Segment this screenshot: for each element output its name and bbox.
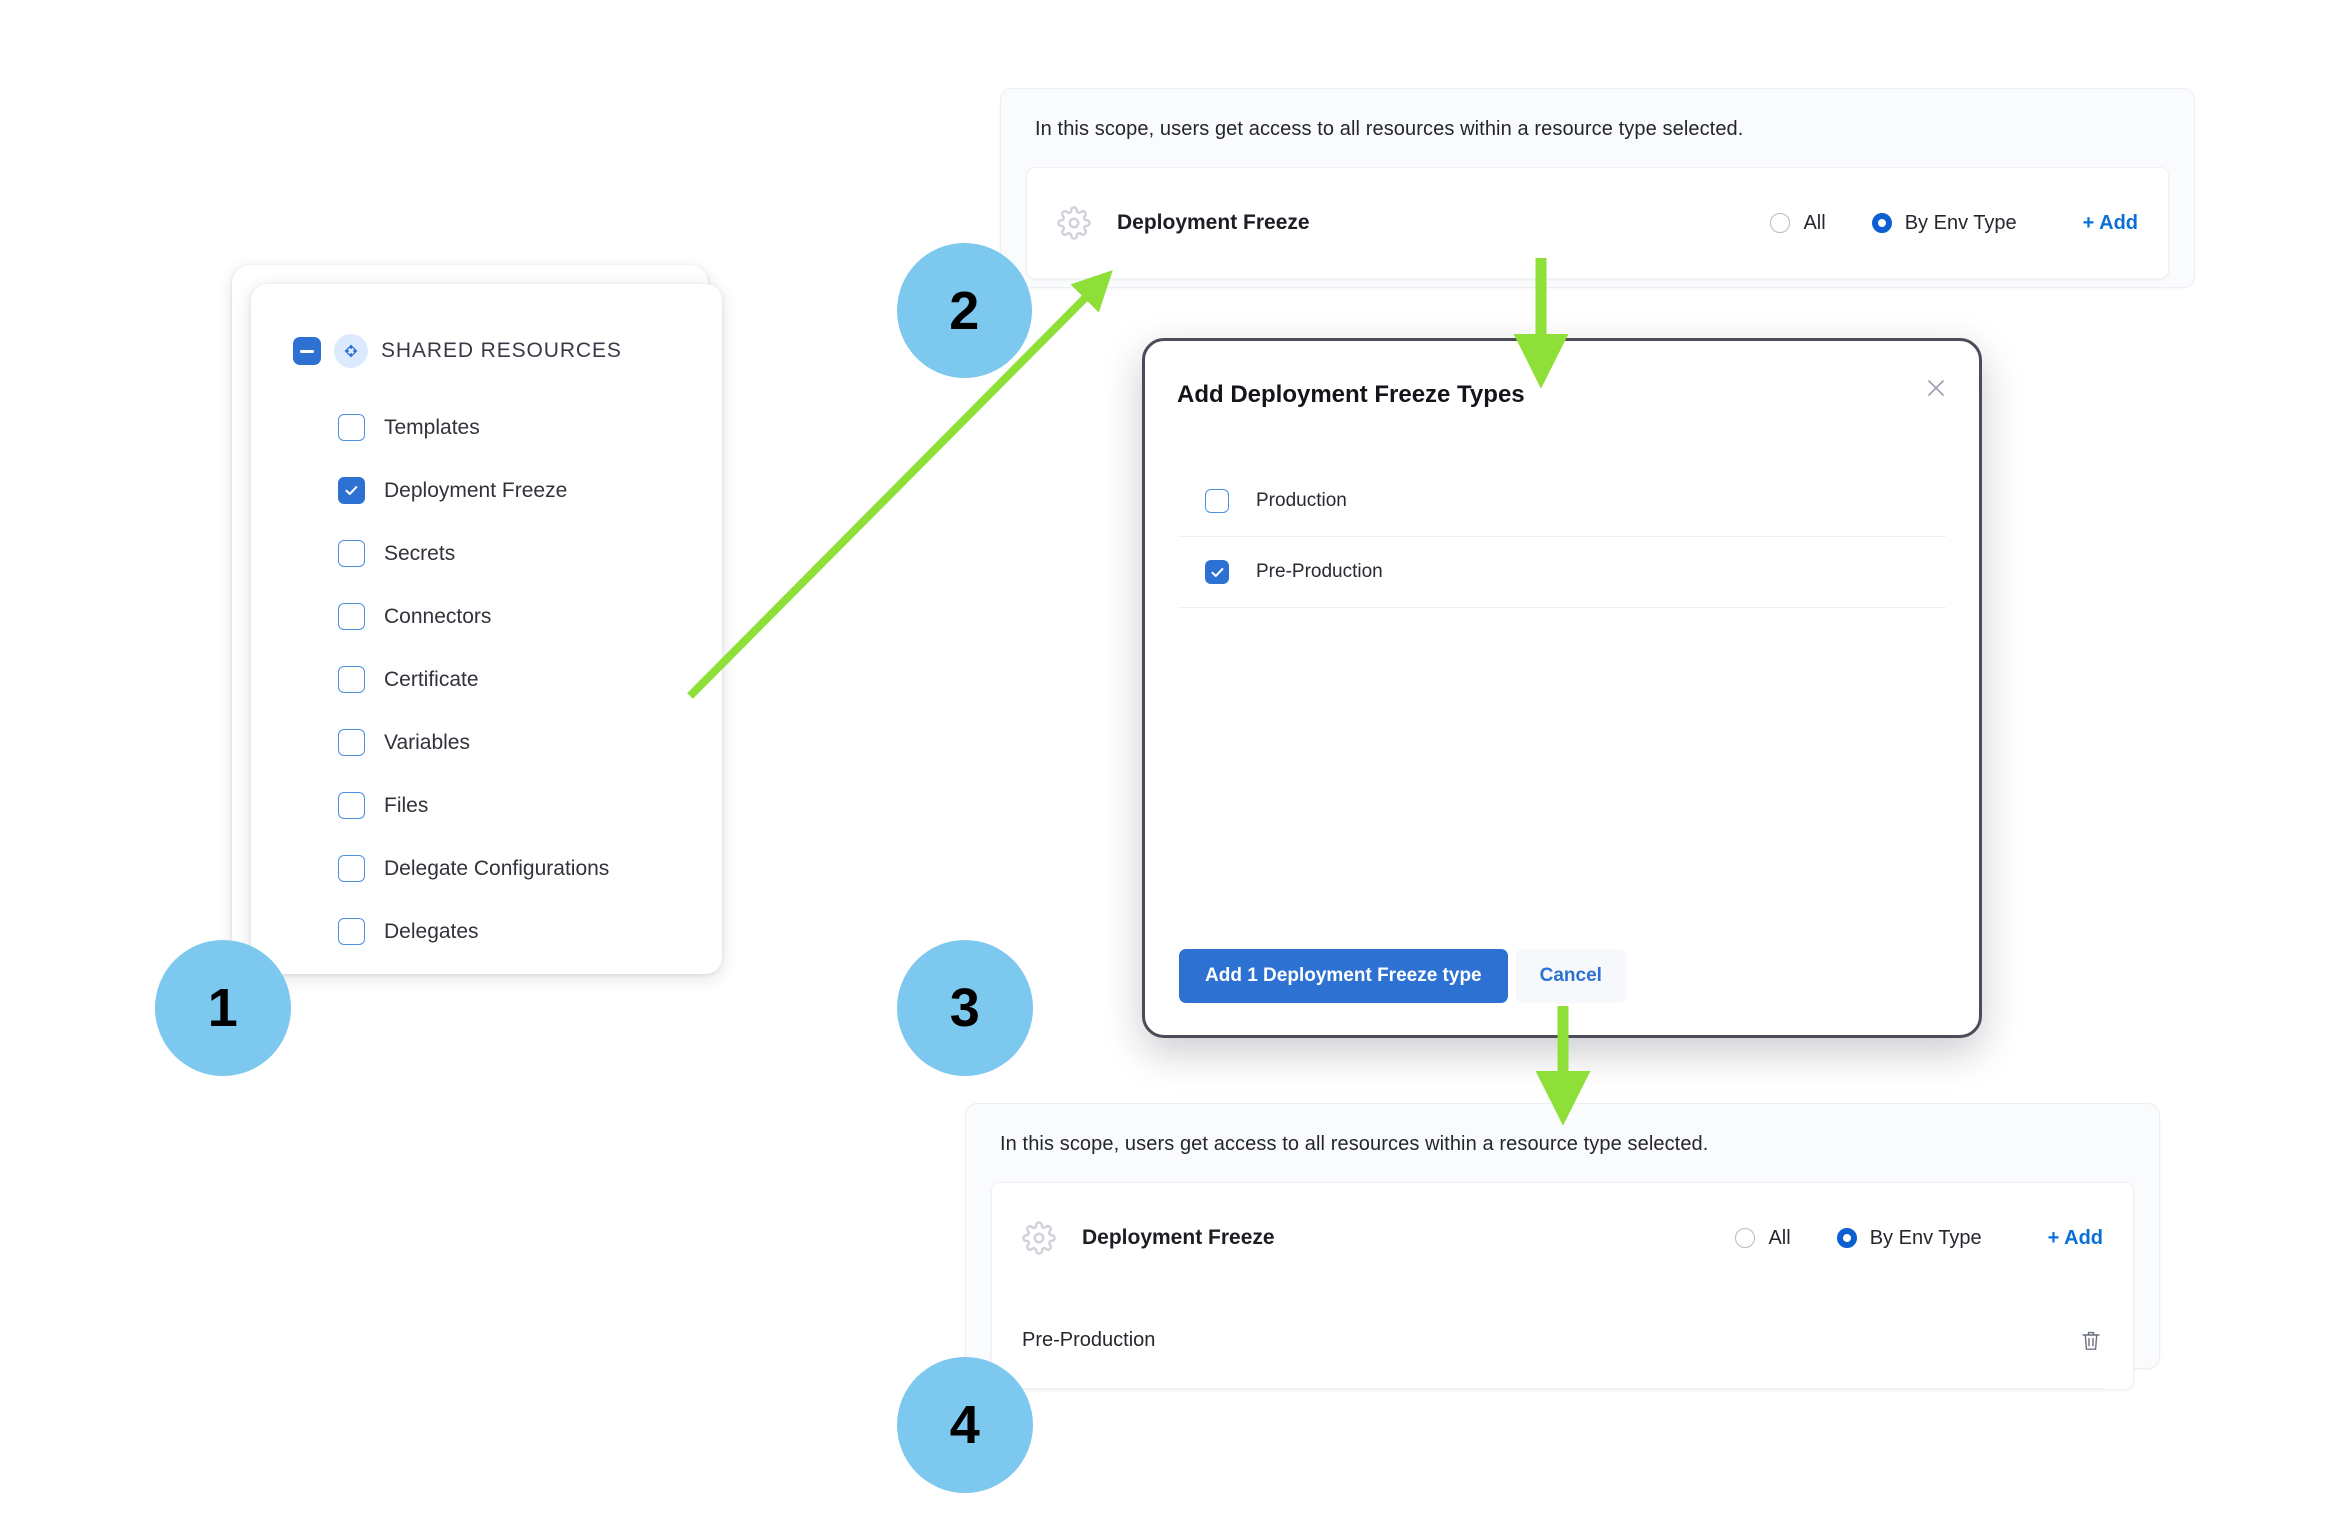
selected-env-type-label: Pre-Production bbox=[1022, 1329, 1156, 1351]
tree-item-checkbox[interactable] bbox=[338, 477, 365, 504]
tree-item[interactable]: Templates bbox=[251, 406, 722, 449]
selected-env-type-row: Pre-Production bbox=[1022, 1293, 2103, 1389]
resource-type-row-before: Deployment Freeze All By Env Type + Add bbox=[1057, 168, 2138, 278]
tree-item[interactable]: Certificate bbox=[251, 658, 722, 701]
resource-type-title-after: Deployment Freeze bbox=[1082, 1226, 1275, 1249]
tree-item[interactable]: Secrets bbox=[251, 532, 722, 575]
radio-option-all-before[interactable]: All bbox=[1770, 211, 1826, 235]
tree-item-label: Delegate Configurations bbox=[384, 856, 610, 880]
modal-footer: Add 1 Deployment Freeze type Cancel bbox=[1179, 949, 1626, 1003]
radio-all-label-before: All bbox=[1803, 211, 1826, 234]
modal-option-row[interactable]: Production bbox=[1178, 466, 1946, 537]
resources-diamond-icon bbox=[334, 334, 368, 368]
add-button-after[interactable]: + Add bbox=[2047, 1226, 2103, 1249]
step-marker-2: 2 bbox=[897, 243, 1032, 378]
tree-item-label: Templates bbox=[384, 415, 480, 439]
gear-icon bbox=[1057, 206, 1091, 240]
tree-item-label: Deployment Freeze bbox=[384, 478, 568, 502]
gear-icon bbox=[1022, 1221, 1056, 1255]
add-types-button[interactable]: Add 1 Deployment Freeze type bbox=[1179, 949, 1508, 1003]
resource-type-row-after: Deployment Freeze All By Env Type + Add bbox=[1022, 1183, 2103, 1293]
modal-option-checkbox[interactable] bbox=[1205, 560, 1229, 584]
tree-item-checkbox[interactable] bbox=[338, 540, 365, 567]
modal-option-row[interactable]: Pre-Production bbox=[1178, 537, 1946, 608]
cancel-button[interactable]: Cancel bbox=[1515, 949, 1626, 1003]
radio-by-env-type-before[interactable] bbox=[1871, 213, 1892, 233]
tree-item-label: Connectors bbox=[384, 604, 492, 628]
scope-panel-after: In this scope, users get access to all r… bbox=[965, 1103, 2160, 1390]
scope-description-before: In this scope, users get access to all r… bbox=[1035, 118, 1744, 140]
radio-all-before[interactable] bbox=[1770, 213, 1791, 233]
arrow-tree-to-scope bbox=[687, 270, 1113, 699]
tree-item-label: Delegates bbox=[384, 919, 479, 943]
modal-title: Add Deployment Freeze Types bbox=[1177, 381, 1525, 408]
radio-option-by-env-type-before[interactable]: By Env Type bbox=[1871, 211, 2017, 235]
tree-item[interactable]: Variables bbox=[251, 721, 722, 764]
tree-item[interactable]: Connectors bbox=[251, 595, 722, 638]
radio-by-env-type-after[interactable] bbox=[1836, 1228, 1857, 1248]
scope-inner-card-before: Deployment Freeze All By Env Type + Add bbox=[1026, 167, 2169, 279]
tree-header-row[interactable]: SHARED RESOURCES bbox=[251, 334, 722, 368]
scope-radio-group-before: All By Env Type bbox=[1770, 211, 2017, 235]
resource-type-title-before: Deployment Freeze bbox=[1117, 211, 1310, 234]
tree-item-label: Variables bbox=[384, 730, 470, 754]
tree-item-label: Certificate bbox=[384, 667, 479, 691]
tree-item-checkbox[interactable] bbox=[338, 603, 365, 630]
tree-item-checkbox[interactable] bbox=[338, 792, 365, 819]
radio-all-label-after: All bbox=[1768, 1226, 1791, 1249]
scope-inner-card-after: Deployment Freeze All By Env Type + Add … bbox=[991, 1182, 2134, 1390]
tree-item[interactable]: Delegates bbox=[251, 910, 722, 953]
scope-radio-group-after: All By Env Type bbox=[1735, 1226, 1982, 1250]
radio-option-all-after[interactable]: All bbox=[1735, 1226, 1791, 1250]
radio-by-env-type-label-after: By Env Type bbox=[1869, 1226, 1982, 1249]
tree-item-checkbox[interactable] bbox=[338, 729, 365, 756]
step-marker-3: 3 bbox=[897, 940, 1033, 1076]
modal-option-checkbox[interactable] bbox=[1205, 489, 1229, 513]
tree-item[interactable]: Files bbox=[251, 784, 722, 827]
tree-item-label: Secrets bbox=[384, 541, 456, 565]
radio-all-after[interactable] bbox=[1735, 1228, 1756, 1248]
step-marker-4: 4 bbox=[897, 1357, 1033, 1493]
modal-option-label: Pre-Production bbox=[1256, 561, 1383, 582]
tree-item-checkbox[interactable] bbox=[338, 855, 365, 882]
modal-option-label: Production bbox=[1256, 490, 1347, 511]
scope-panel-before: In this scope, users get access to all r… bbox=[1000, 88, 2195, 288]
tree-item-label: Files bbox=[384, 793, 429, 817]
radio-by-env-type-label-before: By Env Type bbox=[1904, 211, 2017, 234]
add-button-before[interactable]: + Add bbox=[2082, 211, 2138, 234]
step-marker-1: 1 bbox=[155, 940, 291, 1076]
shared-resources-checkbox[interactable] bbox=[293, 337, 321, 365]
tree-item[interactable]: Delegate Configurations bbox=[251, 847, 722, 890]
selected-env-type-list: Pre-Production bbox=[1022, 1293, 2103, 1389]
tree-item-checkbox[interactable] bbox=[338, 918, 365, 945]
tree-item-checkbox[interactable] bbox=[338, 666, 365, 693]
tree-header-label: SHARED RESOURCES bbox=[381, 339, 622, 362]
radio-option-by-env-type-after[interactable]: By Env Type bbox=[1836, 1226, 1982, 1250]
tree-item-checkbox[interactable] bbox=[338, 414, 365, 441]
tree-item[interactable]: Deployment Freeze bbox=[251, 469, 722, 512]
trash-icon[interactable] bbox=[2079, 1328, 2103, 1354]
close-icon[interactable] bbox=[1919, 371, 1953, 405]
scope-description-after: In this scope, users get access to all r… bbox=[1000, 1133, 1709, 1155]
